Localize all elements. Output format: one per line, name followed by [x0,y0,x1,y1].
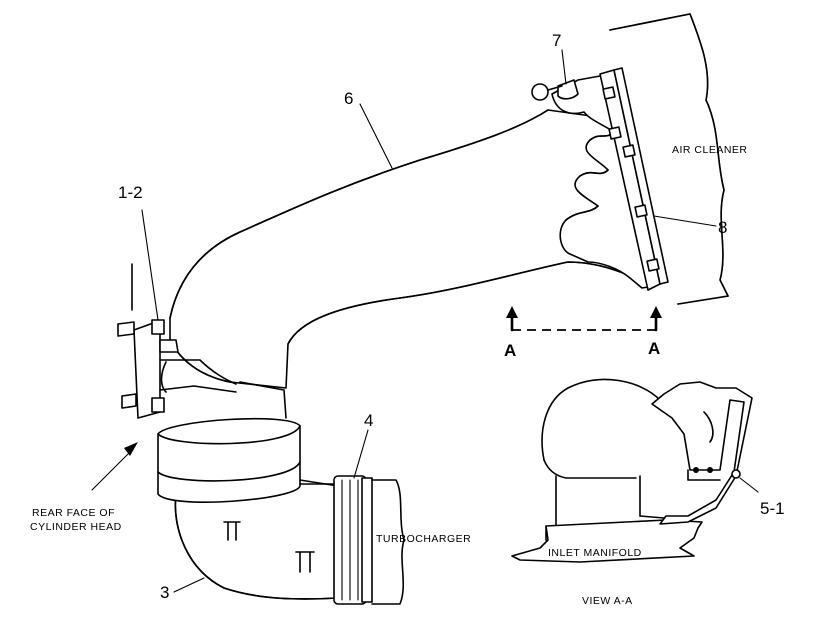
rear-face-label-line1: REAR FACE OF [32,507,115,519]
section-mark-right: A [648,339,660,358]
air-cleaner-label: AIR CLEANER [672,144,748,156]
view-a-a-label: VIEW A-A [582,595,633,607]
air-cleaner-housing [609,13,729,305]
callout-3: 3 [160,583,169,602]
section-line-a-a [506,306,662,332]
callout-7: 7 [552,31,561,50]
rear-face-label-line2: CYLINDER HEAD [30,521,122,533]
inlet-manifold-label: INLET MANIFOLD [548,547,642,559]
callout-4: 4 [364,411,373,430]
callout-1-2: 1-2 [118,183,143,202]
callout-8: 8 [718,218,727,237]
inlet-elbow-tube [169,109,641,389]
section-mark-left: A [504,341,516,360]
callout-6: 6 [344,89,353,108]
turbocharger-label: TURBOCHARGER [376,533,471,545]
view-a-a [511,378,753,563]
turbo-elbow [157,381,405,605]
callout-5-1: 5-1 [760,499,785,518]
air-cleaner-adapter [531,67,669,291]
leader-lines [91,49,759,593]
